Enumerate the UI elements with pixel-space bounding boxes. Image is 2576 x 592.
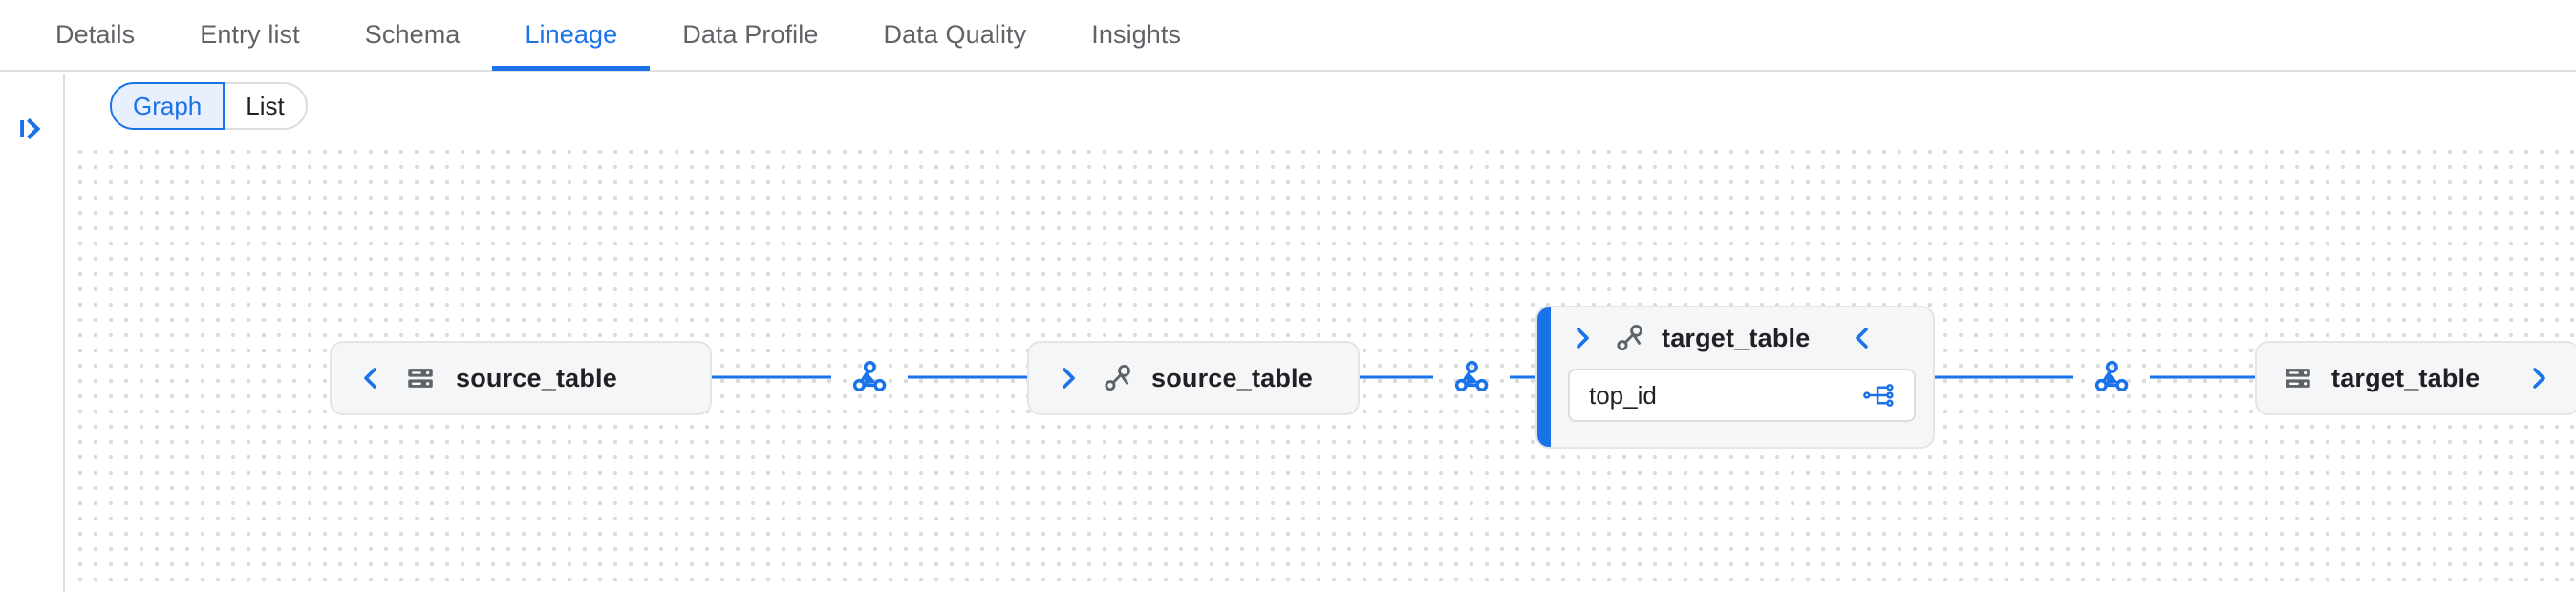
column-name-label: top_id [1589, 380, 1657, 410]
tab-label: Details [55, 20, 136, 49]
selected-node-indicator [1537, 307, 1551, 447]
node-expand-left-button[interactable] [356, 364, 385, 392]
process-hub-icon [2094, 360, 2129, 391]
left-rail [0, 74, 65, 592]
entry-tab-bar: Details Entry list Schema Lineage Data P… [0, 0, 2576, 72]
lineage-icon [1614, 322, 1646, 354]
graph-node-source-table-1[interactable]: source_table [330, 341, 712, 415]
chevron-right-icon [1577, 328, 1589, 349]
node-collapse-left-button[interactable] [1848, 324, 1877, 352]
chevron-left-icon [1856, 328, 1869, 349]
tab-label: Data Quality [883, 20, 1027, 49]
tab-lineage[interactable]: Lineage [492, 0, 651, 71]
selected-node-header: target_table [1537, 307, 1933, 369]
column-lineage-icon[interactable] [1862, 379, 1895, 412]
node-expand-right-button[interactable] [1568, 324, 1597, 352]
graph-node-label: source_table [456, 363, 617, 392]
tab-entry-list[interactable]: Entry list [167, 0, 333, 71]
node-content: target_table [2282, 362, 2479, 394]
lineage-toolbar: Graph List [67, 74, 2576, 138]
graph-connector-2[interactable] [1450, 356, 1492, 403]
tab-schema[interactable]: Schema [333, 0, 493, 71]
node-expand-right-button[interactable] [1054, 364, 1083, 392]
tab-data-quality[interactable]: Data Quality [850, 0, 1059, 71]
graph-node-column-row[interactable]: top_id [1568, 369, 1916, 422]
tab-label: Insights [1091, 20, 1182, 49]
chevron-right-icon [1063, 368, 1075, 389]
database-icon [404, 362, 437, 394]
chevron-right-icon [2533, 368, 2545, 389]
view-mode-graph-label: Graph [133, 91, 203, 120]
tab-label: Schema [364, 20, 461, 49]
graph-node-source-table-2[interactable]: source_table [1027, 341, 1360, 415]
view-mode-graph-button[interactable]: Graph [110, 82, 225, 130]
tab-insights[interactable]: Insights [1059, 0, 1213, 71]
graph-connector-3[interactable] [2091, 356, 2133, 403]
expand-panel-button[interactable] [10, 106, 55, 152]
graph-node-target-table-selected[interactable]: target_table top_id [1535, 306, 1935, 449]
view-mode-list-label: List [246, 91, 285, 120]
graph-node-label: target_table [2331, 363, 2480, 392]
graph-connector-1[interactable] [848, 356, 891, 403]
lineage-icon [1102, 362, 1134, 394]
chevron-left-icon [364, 368, 376, 389]
view-mode-list-button[interactable]: List [225, 82, 308, 130]
tab-details[interactable]: Details [23, 0, 167, 71]
tab-label: Entry list [200, 20, 300, 49]
graph-node-label: source_table [1151, 363, 1313, 392]
database-icon [2282, 362, 2314, 394]
expand-panel-icon [20, 117, 41, 140]
graph-node-target-table-end[interactable]: target_table [2255, 341, 2576, 415]
lineage-graph-canvas[interactable]: source_table [67, 138, 2576, 592]
tab-label: Data Profile [682, 20, 819, 49]
node-expand-right-button[interactable] [2524, 364, 2553, 392]
tab-data-profile[interactable]: Data Profile [650, 0, 850, 71]
tab-label: Lineage [525, 20, 618, 49]
process-hub-icon [1454, 360, 1489, 391]
graph-node-label: target_table [1662, 323, 1811, 352]
process-hub-icon [852, 360, 887, 391]
view-mode-toggle: Graph List [110, 82, 308, 130]
